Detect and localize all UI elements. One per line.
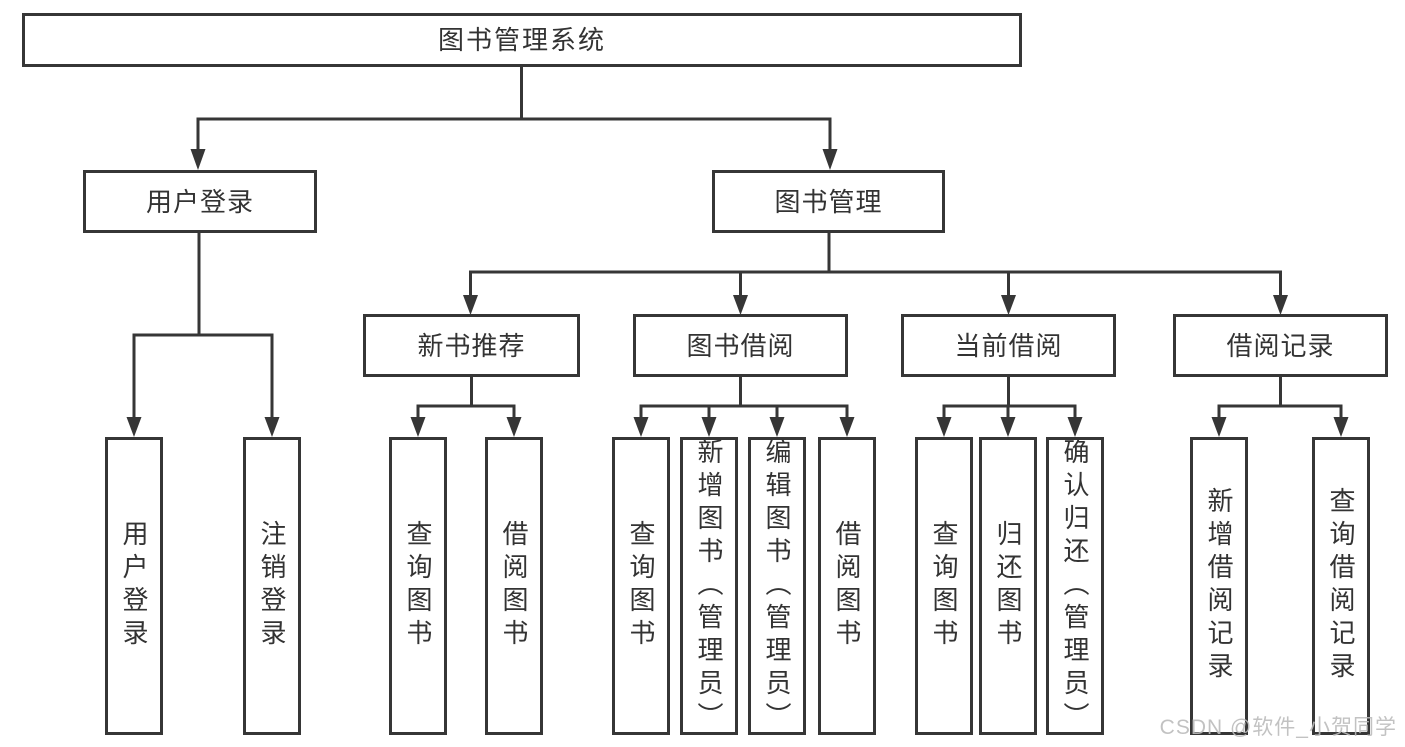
node-label: 借阅记录 bbox=[1226, 330, 1335, 361]
leaf-logout: 注销登录 bbox=[243, 437, 301, 735]
branch-book-borrow bbox=[633, 377, 855, 437]
node-current-borrowing: 当前借阅 bbox=[901, 314, 1116, 377]
leaf-label: 借阅图书 bbox=[499, 520, 529, 652]
leaf-cb-return-books: 归还图书 bbox=[979, 437, 1037, 735]
leaf-bb-edit-books-admin: 编辑图书（管理员） bbox=[748, 437, 806, 735]
leaf-label: 编辑图书（管理员） bbox=[762, 437, 792, 735]
branch-root bbox=[190, 66, 838, 170]
node-system-root: 图书管理系统 bbox=[22, 13, 1022, 67]
leaf-nb-borrow-books: 借阅图书 bbox=[485, 437, 543, 735]
leaf-label: 查询图书 bbox=[403, 520, 433, 652]
leaf-label: 确认归还（管理员） bbox=[1060, 437, 1090, 735]
node-label: 图书借阅 bbox=[686, 330, 795, 361]
leaf-cb-confirm-return-admin: 确认归还（管理员） bbox=[1046, 437, 1104, 735]
leaf-label: 注销登录 bbox=[257, 520, 287, 652]
leaf-label: 借阅图书 bbox=[832, 520, 862, 652]
node-label: 新书推荐 bbox=[417, 330, 526, 361]
node-label: 图书管理 bbox=[774, 186, 883, 217]
leaf-label: 新增借阅记录 bbox=[1204, 487, 1234, 685]
node-label: 当前借阅 bbox=[954, 330, 1063, 361]
leaf-bb-borrow-books: 借阅图书 bbox=[818, 437, 876, 735]
leaf-label: 用户登录 bbox=[119, 520, 149, 652]
leaf-cb-query-books: 查询图书 bbox=[915, 437, 973, 735]
branch-current-borrow bbox=[936, 377, 1083, 437]
leaf-br-query-record: 查询借阅记录 bbox=[1312, 437, 1370, 735]
branch-book-mgmt bbox=[463, 232, 1288, 315]
branch-borrow-record bbox=[1211, 377, 1349, 437]
node-new-book-recommend: 新书推荐 bbox=[363, 314, 580, 377]
leaf-label: 查询借阅记录 bbox=[1326, 487, 1356, 685]
node-user-login: 用户登录 bbox=[83, 170, 317, 233]
leaf-label: 归还图书 bbox=[993, 520, 1023, 652]
node-label: 图书管理系统 bbox=[437, 25, 606, 55]
branch-new-book bbox=[410, 377, 522, 437]
csdn-watermark: CSDN @软件_小贺同学 bbox=[1159, 716, 1397, 739]
leaf-bb-add-books-admin: 新增图书（管理员） bbox=[680, 437, 738, 735]
node-label: 用户登录 bbox=[145, 186, 254, 217]
leaf-label: 查询图书 bbox=[626, 520, 656, 652]
node-book-borrowing: 图书借阅 bbox=[633, 314, 848, 377]
leaf-nb-query-books: 查询图书 bbox=[389, 437, 447, 735]
node-borrowing-record: 借阅记录 bbox=[1173, 314, 1388, 377]
node-book-management: 图书管理 bbox=[712, 170, 945, 233]
leaf-user-login: 用户登录 bbox=[105, 437, 163, 735]
leaf-bb-query-books: 查询图书 bbox=[612, 437, 670, 735]
leaf-label: 查询图书 bbox=[929, 520, 959, 652]
leaf-label: 新增图书（管理员） bbox=[694, 437, 724, 735]
branch-user-login bbox=[126, 232, 280, 437]
leaf-br-add-record: 新增借阅记录 bbox=[1190, 437, 1248, 735]
